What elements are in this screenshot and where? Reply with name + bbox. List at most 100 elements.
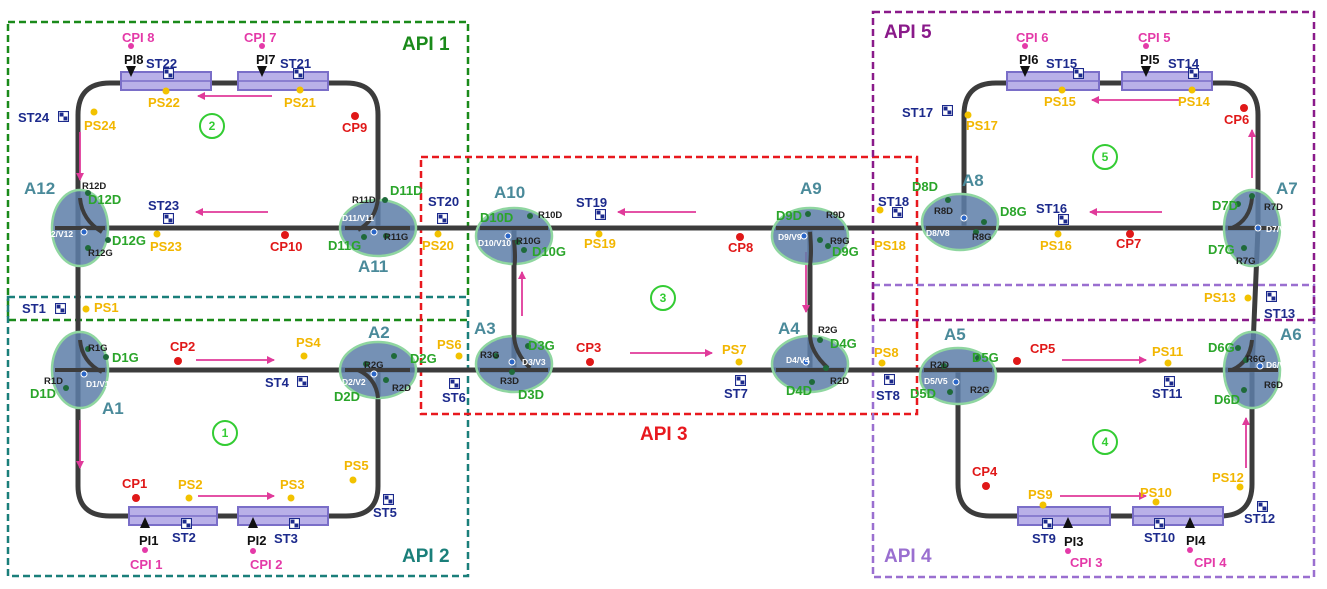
sensor-label-ps13: PS13 — [1204, 290, 1236, 305]
sensor-label-ps16: PS16 — [1040, 238, 1072, 253]
zone-label-api2: API 2 — [402, 546, 450, 567]
sensor-label-ps5: PS5 — [344, 458, 369, 473]
port-label-d7g: D7G — [1208, 242, 1235, 257]
aiguille-center-a9: D9/V9 — [778, 232, 802, 242]
station-icon-st3[interactable] — [289, 518, 300, 529]
port-label-r10g: R10G — [516, 236, 541, 247]
port-label-r5g: R2G — [970, 385, 990, 396]
cp-label-cp10: CP10 — [270, 239, 303, 254]
aiguille-label-a6: A6 — [1280, 325, 1302, 344]
pi-label-pi5: PI5 — [1140, 52, 1160, 67]
cpi-label-cpi2: CPI 2 — [250, 557, 283, 572]
loop-number-3: 3 — [660, 291, 667, 305]
sensor-label-ps22: PS22 — [148, 95, 180, 110]
station-icon-st11[interactable] — [1164, 376, 1175, 387]
zone-api1-box — [6, 20, 470, 322]
station-label-st20: ST20 — [428, 194, 459, 209]
port-label-d3g: D3G — [528, 338, 555, 353]
loop-number-5: 5 — [1102, 150, 1109, 164]
station-icon-st8[interactable] — [884, 374, 895, 385]
station-icon-st9[interactable] — [1042, 518, 1053, 529]
aiguille-label-a4: A4 — [778, 319, 800, 338]
sensor-label-ps14: PS14 — [1178, 94, 1211, 109]
station-icon-st6[interactable] — [449, 378, 460, 389]
aiguille-label-a5: A5 — [944, 325, 966, 344]
station-icon-st20[interactable] — [437, 213, 448, 224]
port-label-r2d: R2D — [392, 383, 411, 394]
station-icon-st13[interactable] — [1266, 291, 1277, 302]
station-label-st18: ST18 — [878, 194, 909, 209]
cpi-label-cpi5: CPI 5 — [1138, 30, 1171, 45]
port-label-r12g: R12G — [88, 248, 113, 259]
port-label-r7g: R7G — [1236, 256, 1256, 267]
track-loop-1 — [75, 367, 381, 519]
station-icon-st24[interactable] — [58, 111, 69, 122]
station-label-st6: ST6 — [442, 390, 466, 405]
port-label-d10g: D10G — [532, 244, 566, 259]
port-label-d2d: D2D — [334, 389, 360, 404]
track-loop-2 — [75, 80, 381, 228]
pi-label-pi4: PI4 — [1186, 533, 1206, 548]
station-icon-st2[interactable] — [181, 518, 192, 529]
sensor-label-ps17: PS17 — [966, 118, 998, 133]
aiguille-label-a12: A12 — [24, 179, 55, 198]
port-label-r9d: R9D — [826, 210, 845, 221]
port-label-d12g: D12G — [112, 233, 146, 248]
port-label-d2g: D2G — [410, 351, 437, 366]
sensor-label-ps19: PS19 — [584, 236, 616, 251]
zone-api2-box — [6, 295, 470, 578]
station-label-st13: ST13 — [1264, 306, 1295, 321]
port-label-r7d: R7D — [1264, 202, 1283, 213]
port-label-d3d: D3D — [518, 387, 544, 402]
station-label-st19: ST19 — [576, 195, 607, 210]
port-label-r8g: R8G — [972, 232, 992, 243]
aiguille-label-a3: A3 — [474, 319, 496, 338]
aiguille-center-a1: D1/V1 — [86, 379, 110, 389]
aiguille-center-a7: D7/V7 — [1266, 224, 1290, 234]
station-icon-st17[interactable] — [942, 105, 953, 116]
station-icon-st4[interactable] — [297, 376, 308, 387]
port-label-r8d: R8D — [934, 206, 953, 217]
aiguille-label-a7: A7 — [1276, 179, 1298, 198]
station-label-st11: ST11 — [1152, 386, 1182, 401]
pi-label-pi3: PI3 — [1064, 534, 1084, 549]
station-icon-st7[interactable] — [735, 375, 746, 386]
loop-number-4: 4 — [1102, 435, 1109, 449]
aiguille-a5-shape — [918, 346, 998, 406]
cpi-label-cpi8: CPI 8 — [122, 30, 155, 45]
aiguille-center-a4: D4/V4 — [786, 355, 810, 365]
port-label-d12d: D12D — [88, 192, 121, 207]
sensor-label-ps18: PS18 — [874, 238, 906, 253]
loop-marker-5 — [1092, 144, 1118, 170]
station-icon-st5[interactable] — [383, 494, 394, 505]
sensor-label-ps21: PS21 — [284, 95, 316, 110]
aiguille-center-a11: D11/V11 — [342, 213, 374, 223]
port-label-d8g: D8G — [1000, 204, 1027, 219]
port-label-d7d: D7D — [1212, 198, 1238, 213]
station-icon-st16[interactable] — [1058, 214, 1069, 225]
aiguille-center-a5: D5/V5 — [924, 376, 948, 386]
port-label-d6g: D6G — [1208, 340, 1235, 355]
cp-label-cp8: CP8 — [728, 240, 753, 255]
port-label-d4d: D4D — [786, 383, 812, 398]
zone-labels: API 1 API 2 API 3 API 4 API 5 — [402, 22, 932, 567]
port-label-d9d: D9D — [776, 208, 802, 223]
station-icon-st12[interactable] — [1257, 501, 1268, 512]
sensor-label-ps3: PS3 — [280, 477, 305, 492]
sensor-label-ps24: PS24 — [84, 118, 117, 133]
port-label-d6d: D6D — [1214, 392, 1240, 407]
zone-api4-box — [871, 283, 1316, 579]
port-label-r5d: R2D — [930, 360, 949, 371]
aiguille-label-a9: A9 — [800, 179, 822, 198]
station-label-st9: ST9 — [1032, 531, 1056, 546]
station-icon-st10[interactable] — [1154, 518, 1165, 529]
station-label-st4: ST4 — [265, 375, 290, 390]
cpi-label-cpi1: CPI 1 — [130, 557, 163, 572]
station-icon-st19[interactable] — [595, 209, 606, 220]
station-icon-st18[interactable] — [892, 207, 903, 218]
station-icon-st23[interactable] — [163, 213, 174, 224]
port-label-d10d: D10D — [480, 210, 513, 225]
zone-label-api3: API 3 — [640, 424, 688, 445]
station-label-st1: ST1 — [22, 301, 46, 316]
station-icon-st1[interactable] — [55, 303, 66, 314]
